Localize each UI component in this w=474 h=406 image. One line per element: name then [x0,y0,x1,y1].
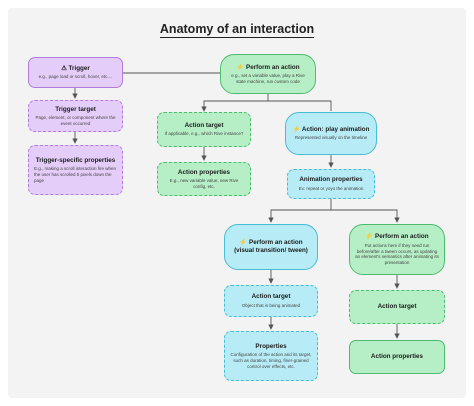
connector-animprops-split [268,199,332,223]
trigger-node: ⚠ Trigger e.g., page load or scroll, hov… [28,57,123,88]
properties-node: Properties Configuration of the action a… [224,331,318,381]
trigger-target-node: Trigger target Page, element, or compone… [28,100,123,132]
animation-properties-node: Animation properties Ex: repeat or yoyo … [287,169,375,199]
action-target-right-node: Action target [349,290,445,324]
action-properties-right-node: Action properties [349,340,445,374]
play-animation-node: ⚡ Action: play animation Represented vis… [285,112,377,155]
action-target-animated-node: Action target Object that is being anima… [224,285,318,317]
connector-split-right [331,209,400,223]
action-properties-node: Action properties E.g., new variable val… [157,162,251,196]
connector-split-play [268,100,332,111]
connector-perform-split [201,94,269,112]
perform-action-node: ⚡ Perform an action e.g., set a variable… [220,54,316,94]
trigger-props-node: Trigger-specific properties E.g., making… [28,145,123,195]
diagram-title: Anatomy of an interaction [159,22,315,38]
action-target-node: Action target If applicable, e.g., which… [157,112,251,147]
perform-visual-action-node: ⚡ Perform an action (visual transition/ … [224,224,318,270]
perform-action-right-node: ⚡ Perform an action Put actions here if … [349,224,445,275]
